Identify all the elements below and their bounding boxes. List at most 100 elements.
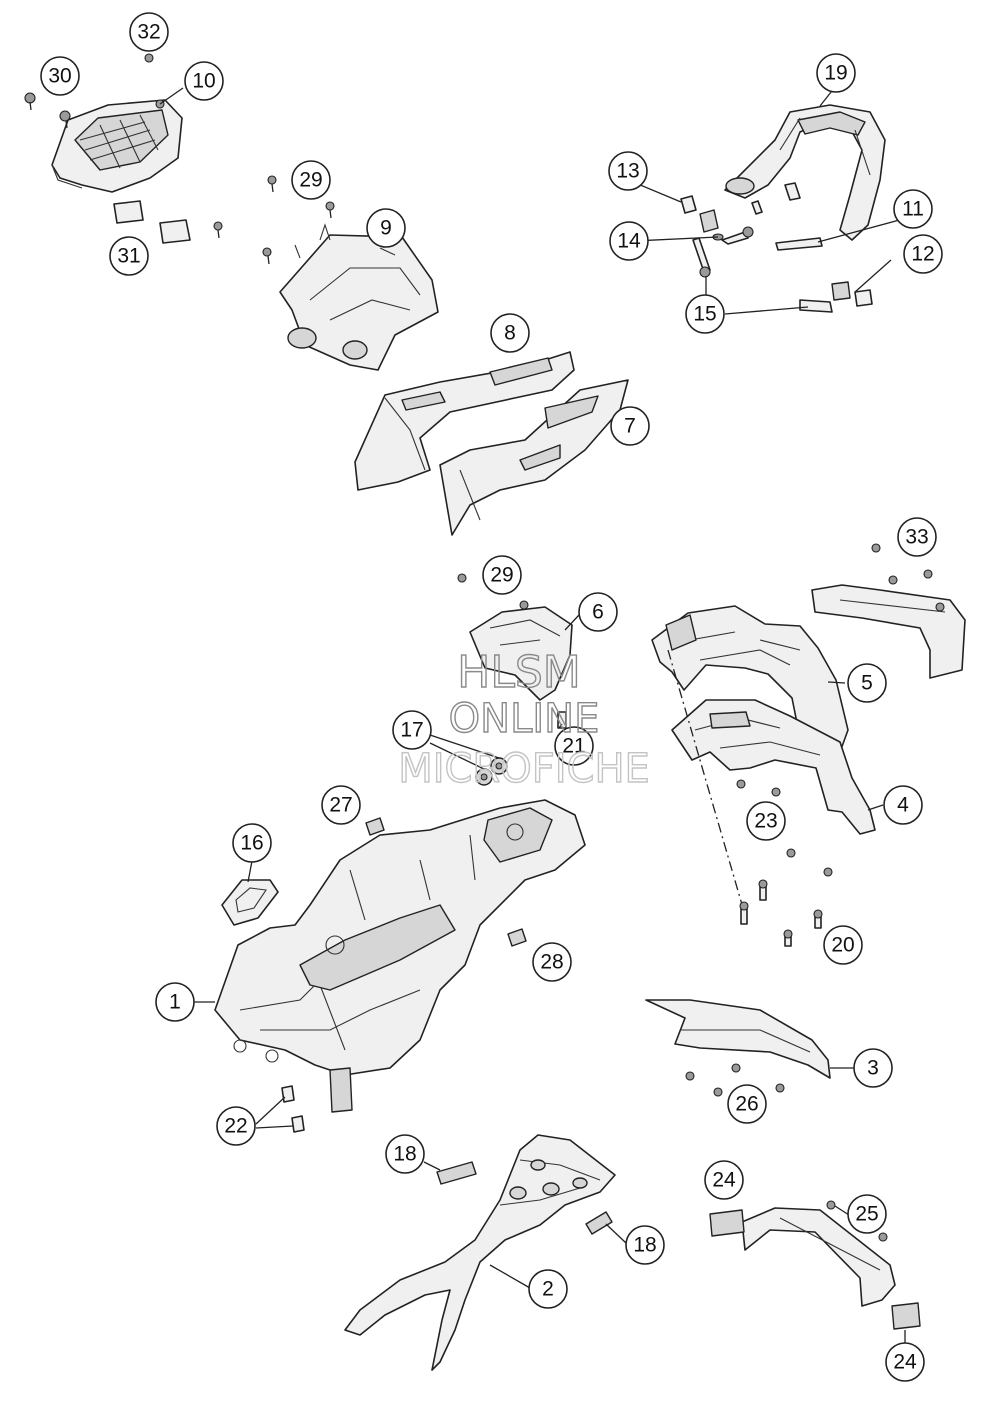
svg-text:26: 26 bbox=[735, 1093, 758, 1116]
svg-text:33: 33 bbox=[905, 526, 928, 549]
callout-16: 16 bbox=[232, 823, 272, 863]
part-3-cover bbox=[645, 999, 831, 1097]
svg-text:24: 24 bbox=[893, 1351, 917, 1374]
svg-text:16: 16 bbox=[240, 832, 263, 855]
callout-29-bottom: 24 bbox=[885, 1342, 925, 1382]
part-2-mudguard bbox=[344, 1134, 616, 1371]
callout-15: 15 bbox=[685, 294, 725, 334]
callout-25: 29 bbox=[482, 555, 522, 595]
callout-5: 5 bbox=[847, 663, 887, 703]
svg-text:2: 2 bbox=[542, 1278, 554, 1301]
handle-hardware bbox=[680, 182, 873, 313]
svg-text:29: 29 bbox=[299, 169, 322, 192]
callout-31: 31 bbox=[109, 236, 149, 276]
svg-text:30: 30 bbox=[48, 65, 71, 88]
svg-text:29: 29 bbox=[490, 564, 513, 587]
part-6-cover bbox=[457, 573, 573, 701]
svg-text:9: 9 bbox=[380, 217, 392, 240]
svg-text:5: 5 bbox=[861, 672, 873, 695]
svg-text:7: 7 bbox=[624, 415, 636, 438]
watermark: HLSM ONLINE MICROFICHE bbox=[397, 646, 650, 792]
assembly-axis bbox=[667, 649, 746, 916]
callout-7: 7 bbox=[610, 406, 650, 446]
svg-text:22: 22 bbox=[224, 1115, 247, 1138]
svg-text:13: 13 bbox=[616, 160, 639, 183]
svg-text:24: 24 bbox=[712, 1169, 736, 1192]
part-9-bracket bbox=[279, 223, 439, 371]
svg-text:12: 12 bbox=[911, 243, 934, 266]
callout-23: 23 bbox=[746, 801, 786, 841]
callout-14: 14 bbox=[609, 221, 649, 261]
part-7-side-cover bbox=[439, 379, 629, 536]
leader-lines bbox=[159, 81, 906, 1343]
callout-29-top: 24 bbox=[704, 1160, 744, 1200]
callout-13: 13 bbox=[608, 151, 648, 191]
part-8-side-cover bbox=[354, 351, 575, 491]
watermark-line-1: HLSM bbox=[457, 647, 581, 698]
svg-text:18: 18 bbox=[393, 1143, 416, 1166]
callout-1: 1 bbox=[155, 982, 195, 1022]
callout-20: 20 bbox=[823, 925, 863, 965]
svg-text:27: 27 bbox=[329, 794, 352, 817]
callout-12: 12 bbox=[903, 234, 943, 274]
callout-33: 33 bbox=[897, 517, 937, 557]
callout-32: 32 bbox=[129, 12, 169, 52]
svg-text:25: 25 bbox=[855, 1203, 878, 1226]
callout-11: 11 bbox=[893, 189, 933, 229]
svg-text:1: 1 bbox=[169, 991, 181, 1014]
callout-26: 29 bbox=[291, 160, 331, 200]
callout-17: 17 bbox=[392, 710, 432, 750]
callout-4: 4 bbox=[883, 785, 923, 825]
callout-30: 25 bbox=[847, 1194, 887, 1234]
svg-text:32: 32 bbox=[137, 21, 160, 44]
svg-text:31: 31 bbox=[117, 245, 140, 268]
screws-top-left bbox=[24, 53, 335, 265]
svg-text:4: 4 bbox=[897, 794, 909, 817]
part-29-pads bbox=[709, 1209, 921, 1330]
callout-2: 2 bbox=[528, 1269, 568, 1309]
callout-28: 26 bbox=[727, 1084, 767, 1124]
part-22-clips bbox=[281, 1085, 305, 1133]
svg-text:20: 20 bbox=[831, 934, 854, 957]
svg-text:10: 10 bbox=[192, 70, 215, 93]
svg-text:19: 19 bbox=[824, 62, 847, 85]
svg-text:6: 6 bbox=[592, 601, 604, 624]
callout-19: 19 bbox=[816, 53, 856, 93]
svg-text:17: 17 bbox=[400, 719, 423, 742]
part-4-bracket bbox=[671, 699, 876, 835]
part-5-rear-fender bbox=[651, 605, 849, 753]
part-24-pads bbox=[365, 817, 527, 947]
svg-text:18: 18 bbox=[633, 1234, 656, 1257]
callout-10: 10 bbox=[184, 61, 224, 101]
svg-text:14: 14 bbox=[617, 230, 641, 253]
svg-text:3: 3 bbox=[867, 1057, 879, 1080]
callout-21: 21 bbox=[554, 726, 594, 766]
callout-6: 6 bbox=[578, 592, 618, 632]
part-1-undertray bbox=[214, 799, 586, 1113]
part-31-pads bbox=[113, 200, 191, 244]
callout-8: 8 bbox=[490, 313, 530, 353]
part-16-gasket bbox=[221, 879, 279, 926]
callout-18-right: 18 bbox=[625, 1225, 665, 1265]
part-30-bracket bbox=[741, 1200, 896, 1307]
watermark-line-3: MICROFICHE bbox=[398, 746, 650, 792]
svg-text:8: 8 bbox=[504, 322, 516, 345]
part-18-clips bbox=[436, 1161, 613, 1235]
svg-text:21: 21 bbox=[562, 735, 585, 758]
callout-27: 30 bbox=[40, 56, 80, 96]
callout-24-top: 27 bbox=[321, 785, 361, 825]
part-10-tray bbox=[51, 99, 183, 193]
part-19-grab-handle bbox=[724, 104, 886, 241]
svg-text:23: 23 bbox=[754, 810, 777, 833]
callout-18-left: 18 bbox=[385, 1134, 425, 1174]
callout-9: 9 bbox=[366, 208, 406, 248]
svg-text:15: 15 bbox=[693, 303, 716, 326]
part-17-grommets bbox=[475, 757, 508, 786]
callout-24-bottom: 28 bbox=[532, 942, 572, 982]
watermark-line-2: ONLINE bbox=[449, 696, 600, 742]
callout-3: 3 bbox=[853, 1048, 893, 1088]
svg-text:11: 11 bbox=[902, 198, 924, 221]
callout-22: 22 bbox=[216, 1106, 256, 1146]
part-33-plate bbox=[811, 543, 966, 679]
